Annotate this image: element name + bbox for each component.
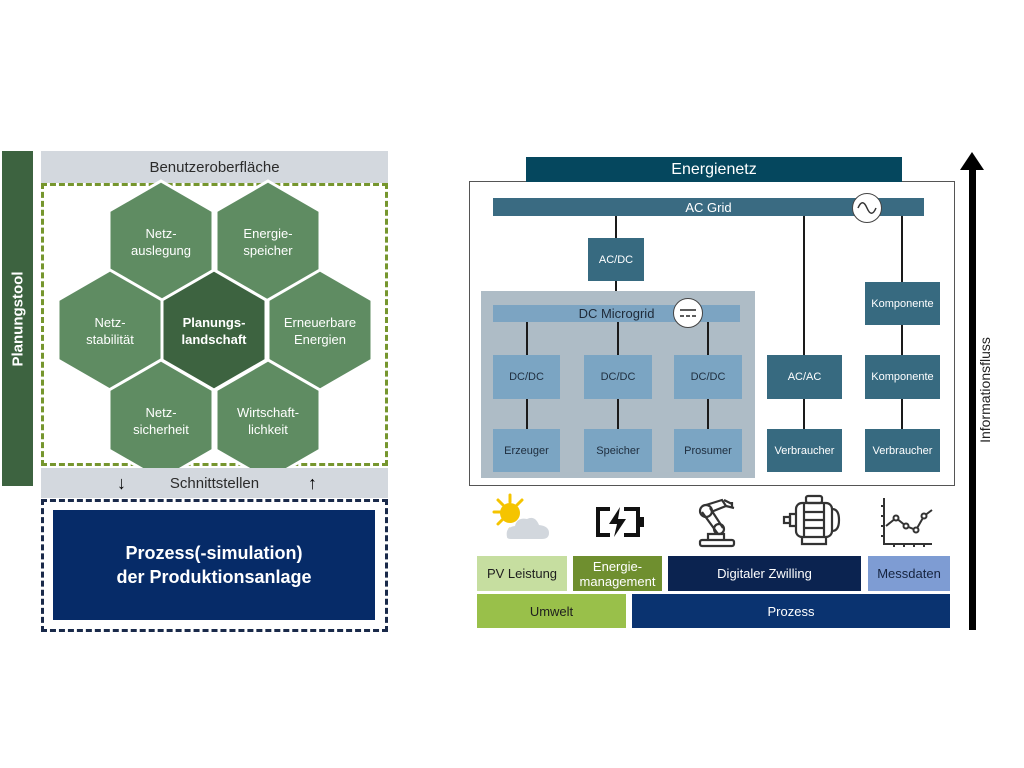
info-flow-label: Informationsfluss	[977, 337, 993, 443]
category-label: Prozess	[767, 603, 815, 619]
benutzeroberflaeche-bar: Benutzeroberfläche	[41, 151, 388, 183]
hexagon-label: speicher	[243, 243, 293, 258]
digitaler-zwilling-box: Digitaler Zwilling	[668, 556, 861, 591]
category-label-line2: management	[579, 573, 656, 589]
dc-dc-converter: DC/DC	[584, 355, 652, 399]
ac-dc-converter: AC/DC	[588, 238, 644, 281]
energienetz-label: Energienetz	[671, 160, 757, 178]
device-label: Verbraucher	[774, 444, 835, 457]
ac-dc-label: AC/DC	[598, 253, 634, 266]
converter-label: DC/DC	[690, 371, 726, 383]
ac-sine-icon	[852, 193, 882, 223]
energienetz-title: Energienetz	[526, 157, 902, 182]
erzeuger-box: Erzeuger	[493, 429, 560, 472]
connector-line	[901, 325, 903, 355]
device-label: Prosumer	[684, 444, 732, 457]
hexagon-label: stabilität	[86, 332, 134, 347]
komponente-box: Komponente	[865, 355, 940, 399]
device-label: Verbraucher	[872, 444, 933, 457]
dc-symbol-icon	[673, 298, 703, 328]
energiemanagement-box: Energie-management	[573, 556, 662, 591]
connector-line	[803, 399, 805, 429]
interface-bar-label: Schnittstellen	[169, 474, 260, 492]
process-box-line2: der Produktionsanlage	[116, 567, 312, 587]
komponente-box: Komponente	[865, 282, 940, 325]
hexagon-label: Energien	[294, 332, 346, 347]
komponente-label: Komponente	[871, 371, 934, 383]
process-box-line1: Prozess(-simulation)	[125, 543, 303, 563]
arrow-up-icon: ↑	[308, 472, 317, 493]
connector-line	[526, 399, 528, 429]
ac-grid-label: AC Grid	[685, 199, 732, 215]
hexagon-label: sicherheit	[133, 422, 189, 437]
category-label: Messdaten	[877, 566, 941, 581]
info-flow-arrow	[969, 168, 976, 630]
category-label: Umwelt	[529, 603, 574, 619]
line-chart-icon	[881, 498, 933, 547]
device-label: Speicher	[596, 444, 640, 457]
hexagon-label: landschaft	[181, 332, 247, 347]
hexagon-label: Netz-	[145, 405, 176, 420]
info-flow-arrow-head-icon	[960, 152, 984, 170]
connector-line	[526, 322, 528, 355]
dc-dc-converter: DC/DC	[493, 355, 560, 399]
speicher-box: Speicher	[584, 429, 652, 472]
umwelt-box: Umwelt	[477, 594, 626, 628]
ac-ac-converter: AC/AC	[767, 355, 842, 399]
category-label: PV Leistung	[486, 566, 558, 581]
hexagon-label: Energie-	[243, 226, 292, 241]
ac-grid-bar: AC Grid	[493, 198, 924, 216]
planungstool-sidebar: Planungstool	[2, 151, 33, 486]
hexagon-label: Wirtschaft-	[237, 405, 299, 420]
hexagon-cluster: Netz-auslegungEnergie-speicherNetz-stabi…	[56, 179, 374, 482]
converter-label: DC/DC	[509, 371, 544, 383]
connector-line	[617, 322, 619, 355]
pv-leistung-box: PV Leistung	[477, 556, 567, 591]
connector-line	[707, 399, 709, 429]
connector-line	[901, 399, 903, 429]
messdaten-box: Messdaten	[868, 556, 950, 591]
ui-bar-label: Benutzeroberfläche	[149, 158, 280, 176]
komponente-label: Komponente	[871, 297, 934, 310]
connector-line	[615, 216, 617, 238]
hexagon-label: Planungs-	[183, 315, 246, 330]
weather-sun-cloud-icon	[492, 493, 549, 539]
category-label: Digitaler Zwilling	[717, 566, 812, 581]
verbraucher-box: Verbraucher	[865, 429, 940, 472]
device-label: Erzeuger	[504, 444, 549, 457]
electric-motor-icon	[782, 494, 841, 546]
hexagon-label: Netz-	[145, 226, 176, 241]
prozess-box: Prozess	[632, 594, 950, 628]
schnittstellen-bar: ↓ Schnittstellen ↑	[41, 468, 388, 498]
converter-label: AC/AC	[787, 371, 822, 383]
robot-arm-icon	[698, 498, 736, 548]
hexagon-label: Erneuerbare	[284, 315, 356, 330]
hexagon-label: Netz-	[94, 315, 125, 330]
dc-dc-converter: DC/DC	[674, 355, 742, 399]
dc-microgrid-label: DC Microgrid	[578, 306, 655, 321]
connector-line	[803, 216, 805, 355]
category-label-line1: Energie-	[592, 558, 643, 574]
process-frame	[41, 499, 388, 632]
prosumer-box: Prosumer	[674, 429, 742, 472]
process-simulation-box: Prozess(-simulation) der Produktionsanla…	[53, 510, 375, 620]
battery-charging-icon	[596, 507, 644, 537]
connector-line	[707, 322, 709, 355]
planning-landscape-frame	[41, 183, 388, 466]
hexagon-center	[160, 268, 268, 392]
connector-line	[617, 399, 619, 429]
converter-label: DC/DC	[600, 371, 636, 383]
hexagon-label: auslegung	[131, 243, 191, 258]
arrow-down-icon: ↓	[117, 472, 126, 493]
verbraucher-box: Verbraucher	[767, 429, 842, 472]
connector-line	[901, 216, 903, 282]
hexagon-label: lichkeit	[248, 422, 288, 437]
